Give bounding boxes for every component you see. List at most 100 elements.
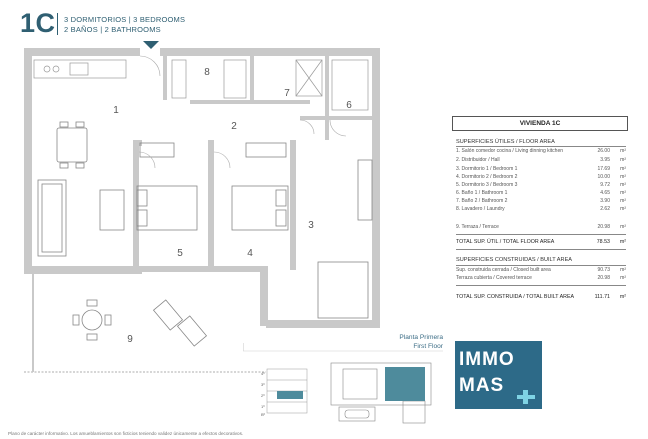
floor-label: 3º (261, 382, 265, 387)
room-number-4: 4 (247, 248, 253, 259)
row-unit: m² (620, 174, 626, 180)
row-value: 3.90 (600, 198, 610, 204)
total-built-row: TOTAL SUP. CONSTRUIDA / TOTAL BUILT AREA… (456, 294, 626, 302)
row-value: 90.73 (597, 267, 610, 273)
sofa (37, 179, 125, 257)
unit-code: 1C (20, 8, 56, 38)
terrace (24, 274, 266, 373)
row-unit: m² (620, 206, 626, 212)
highlighted-unit (385, 367, 425, 401)
row-value: 10.00 (597, 174, 610, 180)
row-unit: m² (620, 157, 626, 163)
floor-label: 4º (261, 371, 265, 376)
divider (456, 146, 626, 147)
row-label: 7. Baño 2 / Bathroom 2 (456, 198, 508, 204)
row-value: 20.98 (597, 224, 610, 230)
room-number-2: 2 (231, 121, 237, 132)
row-label: 3. Dormitorio 1 / Bedroom 1 (456, 166, 518, 172)
logo-plus-icon (517, 390, 535, 404)
row-value: 9.72 (600, 182, 610, 188)
row-label: TOTAL SUP. CONSTRUIDA / TOTAL BUILT AREA (456, 294, 575, 300)
table-row: 6. Baño 1 / Bathroom 1 4.65 m² (456, 190, 626, 198)
floor-title-en: First Floor (413, 343, 443, 350)
floor-label: Bº (261, 412, 266, 417)
room-number-9: 9 (127, 334, 133, 345)
row-unit: m² (619, 294, 626, 300)
room-number-6: 6 (346, 100, 352, 111)
table-row: 9. Terraza / Terrace 20.98 m² (456, 224, 626, 232)
floor-title-es: Planta Primera (399, 334, 443, 341)
dining-table (56, 121, 88, 169)
table-row: 2. Distribuidor / Hall 3.95 m² (456, 157, 626, 165)
row-unit: m² (620, 267, 626, 273)
divider (456, 265, 626, 266)
divider (456, 285, 626, 286)
divider (456, 249, 626, 250)
divider (456, 234, 626, 235)
table-row: 1. Salón comedor cocina / Living dinning… (456, 148, 626, 156)
disclaimer: Plano de carácter informativo. Los amueb… (8, 431, 244, 436)
logo-text-line1: IMMO (459, 349, 515, 370)
table-row: 3. Dormitorio 1 / Bedroom 1 17.69 m² (456, 166, 626, 174)
room-number-5: 5 (177, 248, 183, 259)
row-label: Terraza cubierta / Covered terrace (456, 275, 532, 281)
immomas-logo: IMMO MAS (455, 341, 542, 409)
table-title: VIVIENDA 1C (452, 116, 628, 131)
row-label: TOTAL SUP. ÚTIL / TOTAL FLOOR AREA (456, 239, 555, 245)
row-unit: m² (620, 148, 626, 154)
row-value: 20.98 (597, 275, 610, 281)
floor-plan: 1 2 3 4 5 6 7 8 9 (24, 41, 380, 373)
row-value: 111.71 (594, 294, 610, 300)
table-row: Sup. construida cerrada / Closed built a… (456, 267, 626, 275)
total-useful-row: TOTAL SUP. ÚTIL / TOTAL FLOOR AREA 78.53… (456, 239, 626, 247)
row-label: Sup. construida cerrada / Closed built a… (456, 267, 551, 273)
bathrooms (171, 59, 369, 111)
built-area-header: SUPERFICIES CONSTRUIDAS / BUILT AREA (456, 257, 573, 263)
table-row: 4. Dormitorio 2 / Bedroom 2 10.00 m² (456, 174, 626, 182)
logo-text-line2: MAS (459, 375, 505, 396)
highlighted-floor (277, 391, 303, 399)
table-row: 5. Dormitorio 3 / Bedroom 3 9.72 m² (456, 182, 626, 190)
row-unit: m² (619, 239, 626, 245)
room-number-7: 7 (284, 88, 290, 99)
table-row: 8. Lavadero / Laundry 2.62 m² (456, 206, 626, 214)
row-label: 6. Baño 1 / Bathroom 1 (456, 190, 508, 196)
row-label: 1. Salón comedor cocina / Living dinning… (456, 148, 564, 154)
row-unit: m² (620, 198, 626, 204)
bathrooms-label: 2 BAÑOS | 2 BATHROOMS (64, 25, 161, 34)
table-row: 7. Baño 2 / Bathroom 2 3.90 m² (456, 198, 626, 206)
row-unit: m² (620, 190, 626, 196)
plan-walls (24, 48, 380, 328)
row-unit: m² (620, 275, 626, 281)
header-separator (57, 13, 58, 35)
row-value: 4.65 (600, 190, 610, 196)
bed-room-3 (317, 159, 373, 319)
entrance-marker-icon (143, 41, 159, 49)
row-value: 78.53 (596, 239, 610, 245)
room-number-3: 3 (308, 220, 314, 231)
doors (138, 55, 347, 169)
key-plan: 4º 3º 2º 1º Bº (243, 343, 443, 424)
bed-room-5 (136, 142, 198, 231)
floor-label: 2º (261, 393, 265, 398)
row-value: 26.00 (597, 148, 610, 154)
useful-area-header: SUPERFICIES ÚTILES / FLOOR AREA (456, 139, 555, 145)
row-unit: m² (620, 166, 626, 172)
row-label: 8. Lavadero / Laundry (456, 206, 505, 212)
row-unit: m² (620, 224, 626, 230)
bed-room-4 (231, 142, 289, 231)
floor-label: 1º (261, 404, 265, 409)
row-label: 9. Terraza / Terrace (456, 224, 499, 230)
kitchen (33, 59, 127, 79)
bedrooms-label: 3 DORMITORIOS | 3 BEDROOMS (64, 15, 186, 24)
room-number-1: 1 (113, 105, 119, 116)
row-value: 17.69 (597, 166, 610, 172)
row-label: 2. Distribuidor / Hall (456, 157, 500, 163)
row-label: 5. Dormitorio 3 / Bedroom 3 (456, 182, 518, 188)
row-label: 4. Dormitorio 2 / Bedroom 2 (456, 174, 518, 180)
table-row: Terraza cubierta / Covered terrace 20.98… (456, 275, 626, 283)
row-value: 3.95 (600, 157, 610, 163)
row-value: 2.62 (600, 206, 610, 212)
room-number-8: 8 (204, 67, 210, 78)
row-unit: m² (620, 182, 626, 188)
